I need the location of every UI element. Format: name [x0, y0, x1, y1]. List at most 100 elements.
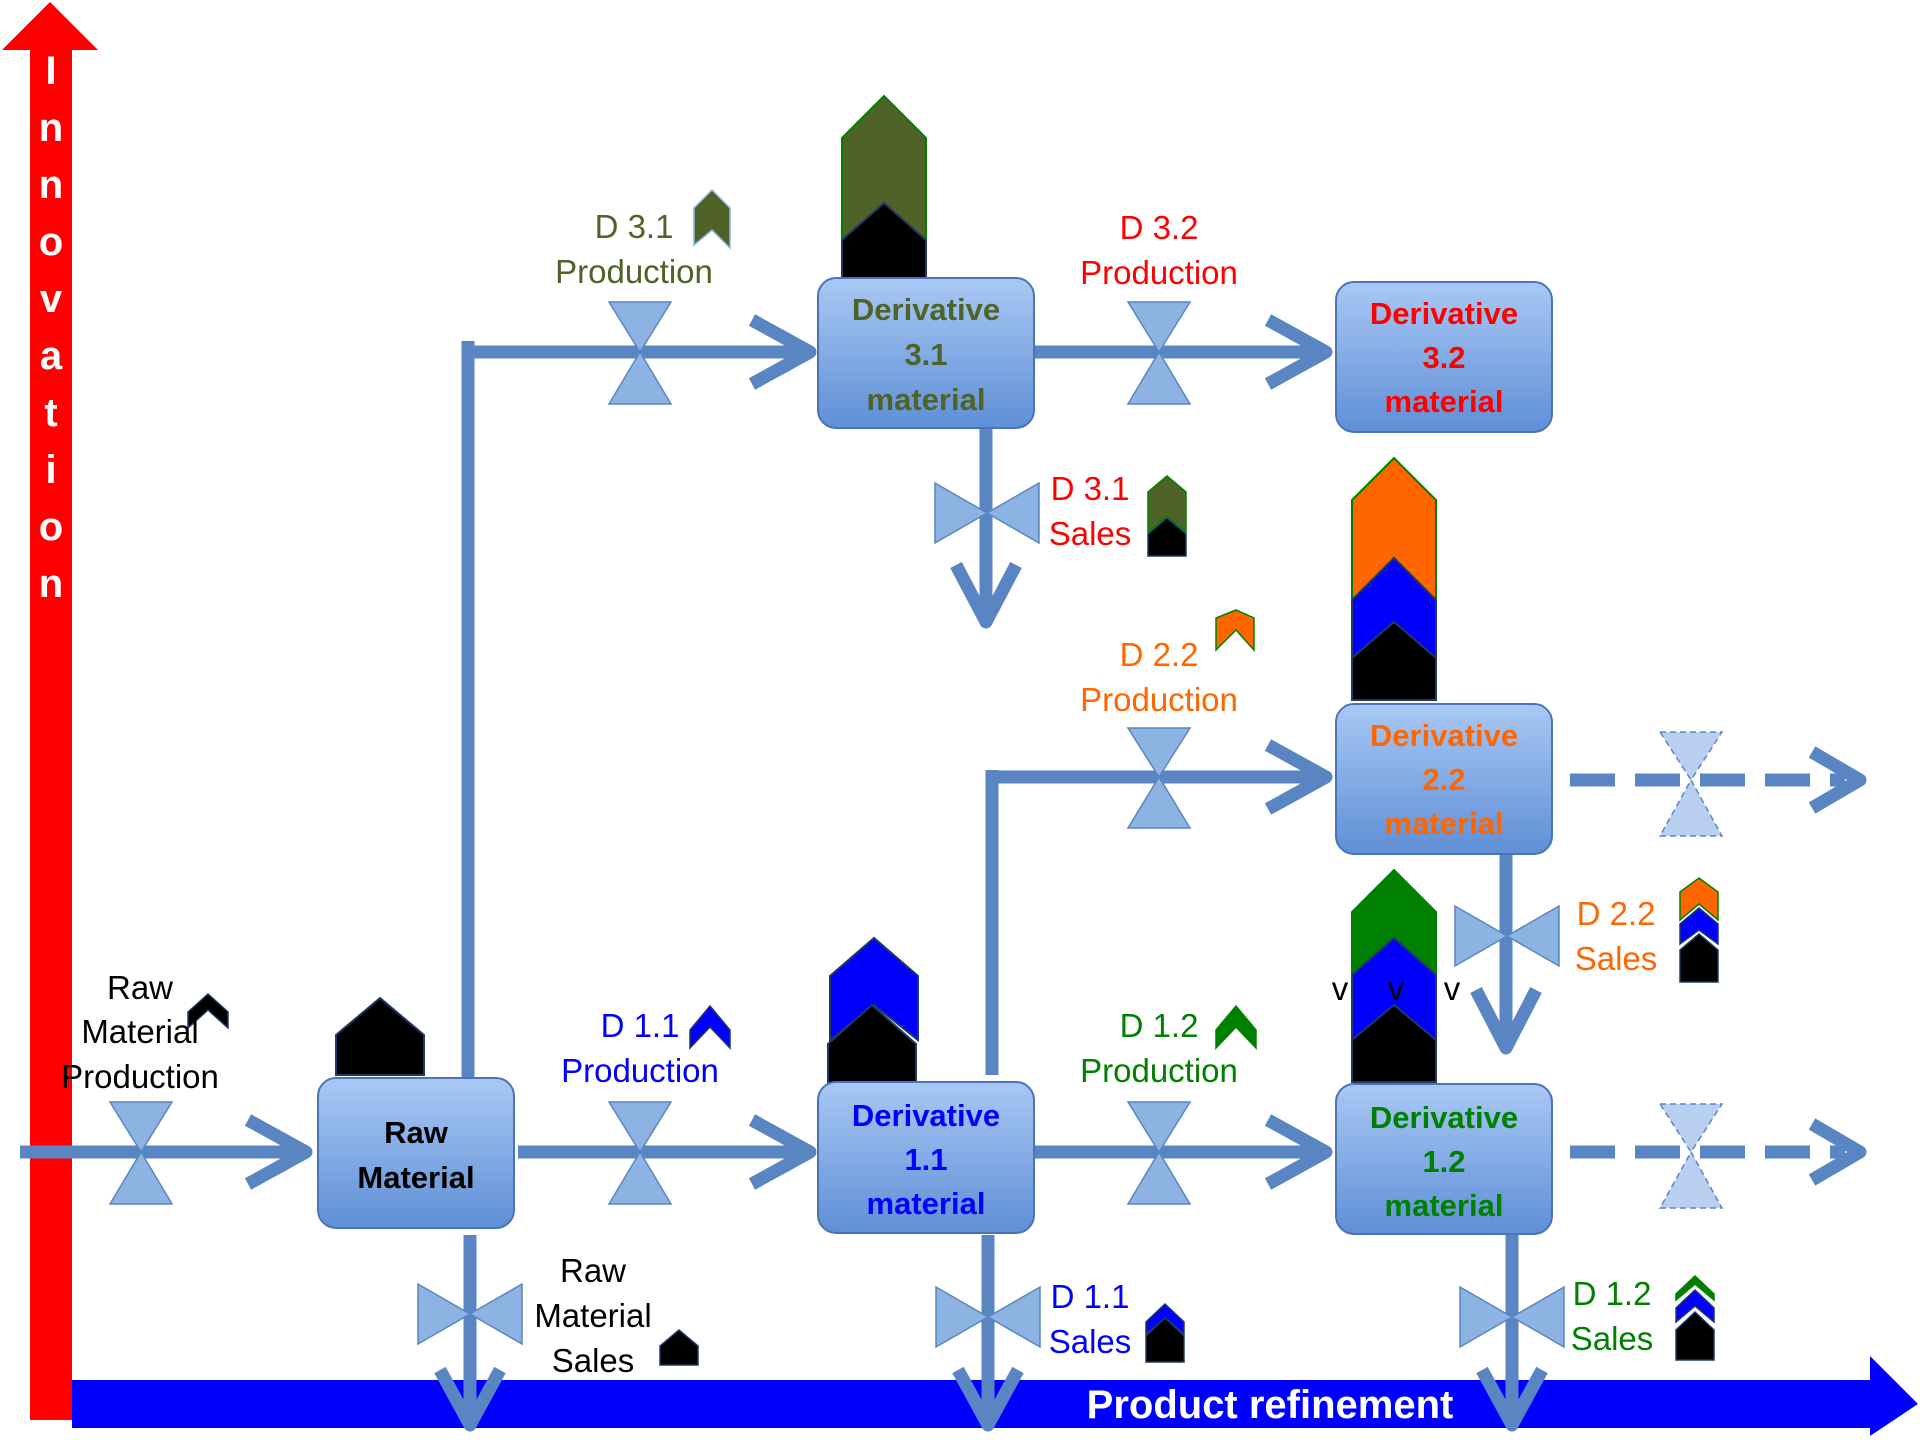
raw-sales-icon [659, 1329, 699, 1366]
valve-d12-prod-top [1126, 1101, 1192, 1154]
raw-production-label: Production [61, 1058, 219, 1095]
innovation-axis-letter-4: v [40, 277, 63, 321]
flow-raw-in-arrowhead [244, 1114, 313, 1190]
valve-d22-future-top [1658, 731, 1724, 782]
flow-d22-future-arrowhead [1808, 746, 1867, 814]
valve-d11-prod-top [607, 1101, 673, 1154]
innovation-axis-letter-3: o [39, 220, 63, 264]
material-boxes: Raw Material Derivative 1.1 material Der… [317, 277, 1553, 1235]
valve-raw-prod-top [108, 1101, 174, 1154]
flow-to-d22-arrowhead [1264, 739, 1333, 815]
box-derivative-3-2: Derivative 3.2 material [1335, 281, 1553, 433]
flow-labels: Raw Material Production Raw Material Sal… [61, 208, 1657, 1379]
d22-sales-label: Sales [1575, 940, 1658, 977]
d12-sales-icon-black [1675, 1310, 1715, 1361]
d22-value-stack [1351, 456, 1437, 701]
raw-sales-label: Raw [560, 1252, 626, 1289]
flow-lines [20, 314, 1867, 1432]
raw-sales-label: Sales [552, 1342, 635, 1379]
d12-sales-label: Sales [1571, 1320, 1654, 1357]
flow-d31-d32-arrowhead [1264, 314, 1333, 390]
d31-sales-label: D 3.1 [1051, 470, 1130, 507]
box-d32-line: Derivative [1370, 296, 1518, 331]
d31-production-icon [693, 188, 731, 250]
valve-d11-prod-bottom [607, 1150, 673, 1205]
box-derivative-1-1: Derivative 1.1 material [817, 1081, 1035, 1234]
flow-to-d31-arrowhead [748, 314, 817, 390]
box-d22-line: material [1385, 806, 1504, 841]
innovation-axis-letter-2: n [39, 163, 63, 207]
valve-d22-sales-left [1454, 904, 1509, 968]
d31-value-stack [841, 94, 927, 283]
d11-sales-label: D 1.1 [1051, 1278, 1130, 1315]
d31-sales-icon-black [1147, 517, 1187, 557]
valve-d22-sales-right [1505, 904, 1560, 968]
box-d31-line: Derivative [852, 292, 1000, 327]
future-valves [1658, 731, 1724, 1209]
box-d11-line: 1.1 [904, 1142, 947, 1177]
box-d11-line: material [867, 1186, 986, 1221]
box-d12-line: 1.2 [1422, 1144, 1465, 1179]
raw-production-label: Raw [107, 969, 173, 1006]
valve-d12-sales-left [1459, 1285, 1514, 1349]
refinement-axis-label: Product refinement [1087, 1383, 1454, 1427]
valve-raw-sales-left [417, 1282, 472, 1346]
valve-d12-future-bottom [1658, 1150, 1724, 1209]
d22-sales-label: D 2.2 [1577, 895, 1656, 932]
box-d22-line: 2.2 [1422, 762, 1465, 797]
valve-d22-prod-top [1126, 727, 1192, 779]
box-raw-material: Raw Material [317, 1077, 515, 1229]
flow-d12-sales-arrowhead [1476, 1366, 1548, 1432]
box-d11-line: Derivative [852, 1098, 1000, 1133]
valve-d12-sales-right [1510, 1285, 1565, 1349]
d22-production-label: Production [1080, 681, 1238, 718]
d22-production-icon [1215, 609, 1255, 652]
d11-sales-icon-black [1145, 1316, 1185, 1363]
d11-production-label: D 1.1 [601, 1007, 680, 1044]
innovation-axis-letter-9: n [39, 562, 63, 606]
d11-production-icon [689, 1004, 731, 1050]
v-mark: v [1444, 970, 1461, 1007]
flow-raw-sales-arrowhead [434, 1366, 506, 1432]
flow-d11-d12-arrowhead [1264, 1114, 1333, 1190]
small-icons [187, 188, 1719, 1366]
d11-sales-label: Sales [1049, 1323, 1132, 1360]
v-mark: v [1388, 970, 1405, 1007]
box-d31-line: 3.1 [904, 337, 947, 372]
v-mark: v [1332, 970, 1349, 1007]
d32-production-label: D 3.2 [1120, 209, 1199, 246]
valve-d31-prod-top [607, 301, 673, 354]
d31-production-label: D 3.1 [595, 208, 674, 245]
valve-d31-sales-right [985, 481, 1040, 545]
valves [108, 301, 1565, 1349]
valve-d31-prod-bottom [607, 350, 673, 405]
raw-production-label: Material [81, 1013, 198, 1050]
innovation-axis-letter-7: i [45, 448, 56, 492]
d12-production-label: D 1.2 [1120, 1007, 1199, 1044]
box-d12-line: Derivative [1370, 1100, 1518, 1135]
flow-d11-sales-arrowhead [952, 1366, 1024, 1432]
refinement-axis: Product refinement [72, 1356, 1918, 1436]
box-derivative-1-2: Derivative 1.2 material [1335, 1083, 1553, 1235]
d22-sales-icon-black [1679, 933, 1719, 983]
box-derivative-3-1: Derivative 3.1 material [817, 277, 1035, 429]
box-raw-line: Material [357, 1160, 474, 1195]
d22-sales-icon-blue [1679, 907, 1719, 946]
d12-sales-label: D 1.2 [1573, 1275, 1652, 1312]
box-d12-line: material [1385, 1188, 1504, 1223]
d31-sales-label: Sales [1049, 515, 1132, 552]
valve-raw-sales-right [468, 1282, 523, 1346]
innovation-axis-letter-1: n [39, 106, 63, 150]
valve-d22-future-bottom [1658, 778, 1724, 837]
innovation-axis-letter-8: o [39, 505, 63, 549]
raw-sales-label: Material [534, 1297, 651, 1334]
raw-material-value-stack [335, 996, 425, 1076]
d32-production-label: Production [1080, 254, 1238, 291]
valve-d12-prod-bottom [1126, 1150, 1192, 1205]
box-d22-line: Derivative [1370, 718, 1518, 753]
d12-sales-icon-green [1675, 1274, 1715, 1302]
raw-production-icon [187, 992, 229, 1030]
flow-d31-sales-arrowhead [950, 561, 1022, 629]
box-d32-line: 3.2 [1422, 340, 1465, 375]
flow-raw-d11-arrowhead [748, 1114, 817, 1190]
